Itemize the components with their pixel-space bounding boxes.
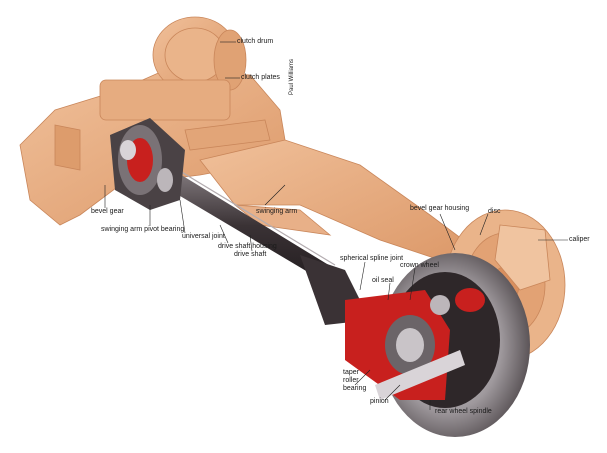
artist-credit: Paul Williams xyxy=(289,58,295,95)
label-clutch-drum: clutch drum xyxy=(237,38,274,45)
label-universal-joint: universal joint xyxy=(182,233,225,240)
label-oil-seal: oil seal xyxy=(372,277,394,284)
label-clutch-plates: clutch plates xyxy=(241,74,280,81)
label-crown-wheel: crown wheel xyxy=(400,262,439,269)
label-swinging-arm-pivot-bearing: swinging arm pivot bearing xyxy=(101,226,185,233)
leader-lines xyxy=(104,41,568,410)
label-bevel-gear: bevel gear xyxy=(91,208,124,215)
rear-hub-drawing xyxy=(345,253,530,437)
label-swinging-arm: swinging arm xyxy=(256,208,298,215)
label-caliper: caliper xyxy=(569,236,590,243)
label-pinion: pinion xyxy=(370,398,389,405)
universal-joint-drawing xyxy=(110,118,185,210)
label-drive-shaft-housing: drive shaft housing xyxy=(218,243,277,250)
label-bevel-gear-housing: bevel gear housing xyxy=(410,205,470,212)
label-rear-wheel-spindle: rear wheel spindle xyxy=(435,408,492,415)
label-taper-roller-bearing: taper roller bearing xyxy=(343,369,367,392)
label-drive-shaft: drive shaft xyxy=(234,251,267,258)
label-disc: disc xyxy=(488,208,501,215)
label-spherical-spline-joint: spherical spline joint xyxy=(340,255,404,262)
